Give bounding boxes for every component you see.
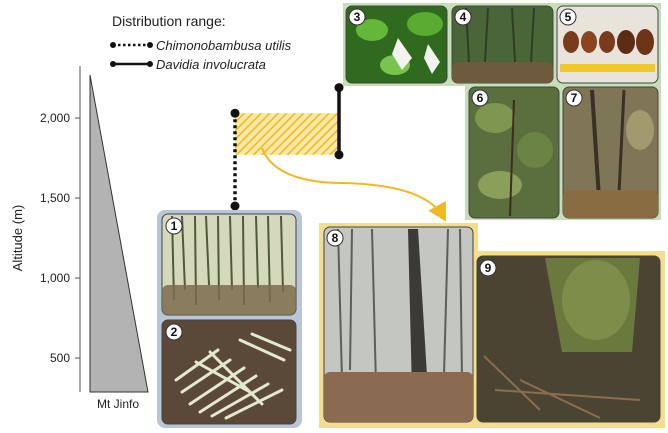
range-davidia-bottom: [334, 150, 344, 160]
badge-5: 5: [559, 8, 577, 26]
mountain-profile: [89, 74, 149, 393]
legend-title: Distribution range:: [112, 13, 226, 29]
svg-text:1: 1: [171, 219, 178, 233]
photo-2: [161, 319, 297, 425]
svg-text:5: 5: [565, 10, 572, 24]
photo-6: [468, 86, 560, 219]
svg-text:2: 2: [171, 325, 178, 339]
overlap-arrow: [261, 147, 446, 222]
svg-text:6: 6: [477, 91, 484, 105]
badge-6: 6: [471, 89, 489, 107]
y-tick-500: 500: [50, 351, 70, 365]
badge-7: 7: [565, 89, 583, 107]
legend-item-chimonobambusa: Chimonobambusa utilis: [156, 38, 292, 53]
badge-8: 8: [326, 229, 344, 247]
y-tick-1500: 1,500: [40, 191, 70, 205]
svg-text:3: 3: [354, 10, 361, 24]
badge-4: 4: [454, 8, 472, 26]
range-chimonobambusa-top: [230, 108, 240, 118]
photo-8: [323, 226, 474, 423]
svg-text:8: 8: [332, 231, 339, 245]
overlap-range: [235, 113, 339, 155]
mountain-label: Mt Jinfo: [97, 397, 139, 411]
svg-text:7: 7: [571, 91, 578, 105]
badge-1: 1: [165, 217, 183, 235]
photo-3: [345, 5, 448, 84]
y-tick-2000: 2,000: [40, 111, 70, 125]
svg-text:4: 4: [460, 10, 467, 24]
photo-1: [161, 213, 297, 316]
photo-7: [562, 86, 659, 219]
badge-2: 2: [165, 323, 183, 341]
range-chimonobambusa-bottom: [230, 201, 240, 211]
photo-5: [556, 5, 659, 84]
photo-4: [451, 5, 554, 84]
badge-3: 3: [348, 8, 366, 26]
legend-item-davidia: Davidia involucrata: [156, 57, 266, 72]
badge-9: 9: [479, 259, 497, 277]
range-davidia-top: [334, 83, 344, 93]
svg-text:9: 9: [485, 261, 492, 275]
photo-9: [476, 255, 661, 423]
y-tick-1000: 1,000: [40, 271, 70, 285]
y-axis-label: Altitude (m): [10, 205, 25, 271]
